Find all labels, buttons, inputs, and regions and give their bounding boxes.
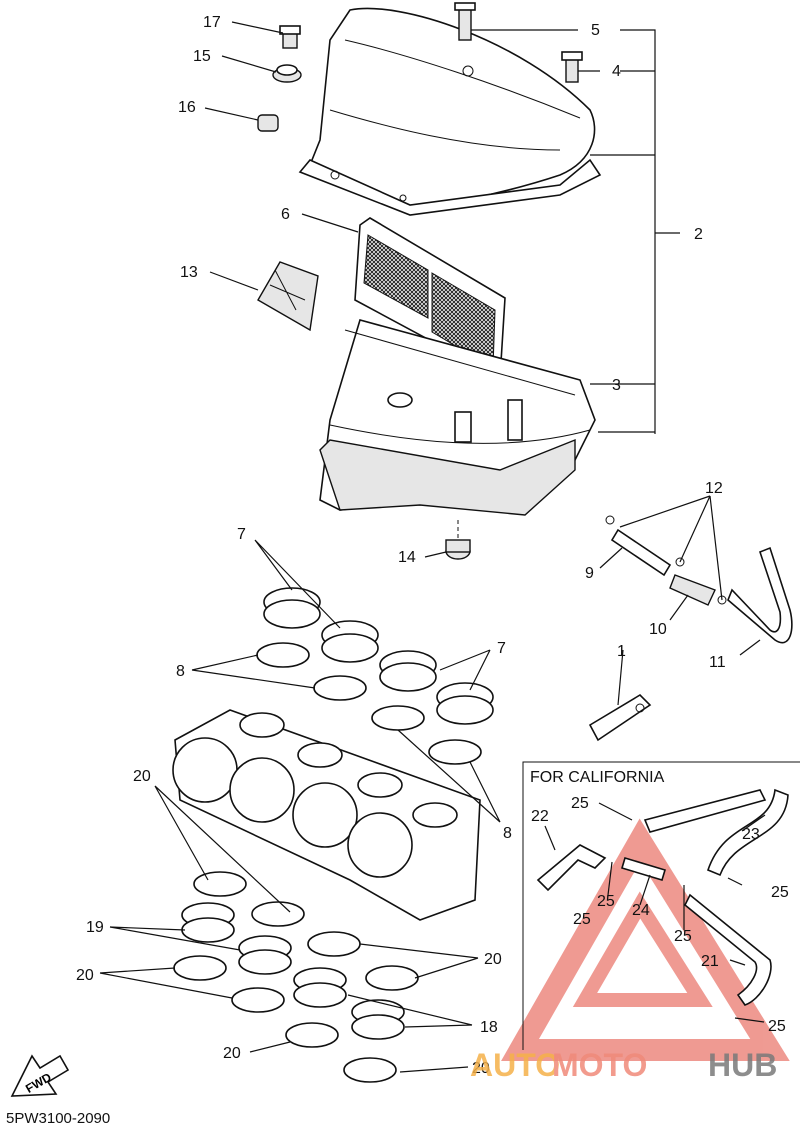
callout-25-f: 25 [597, 893, 615, 910]
callout-13: 13 [180, 264, 198, 281]
funnel-13 [257, 261, 319, 332]
callout-20-bottom-right: 20 [472, 1060, 490, 1077]
callout-25-e: 25 [768, 1018, 786, 1035]
watermark-moto: MOTO [552, 1047, 647, 1083]
callout-25-a: 25 [571, 795, 589, 812]
callout-8-right: 8 [503, 825, 512, 842]
watermark-logo [501, 818, 790, 1061]
callout-11: 11 [709, 654, 726, 671]
screw-5 [454, 2, 476, 41]
callout-2: 2 [694, 226, 703, 243]
callout-25-c: 25 [573, 911, 591, 928]
california-heading: FOR CALIFORNIA [530, 769, 665, 786]
clamps-8 [256, 642, 482, 765]
callout-labels: 17 15 16 5 4 2 6 13 3 12 14 9 10 11 7 8 … [76, 14, 789, 1077]
air-filter-element [354, 217, 506, 380]
grommet-15 [272, 64, 302, 83]
callout-20: 20 [133, 768, 151, 785]
clip-12 [605, 515, 727, 605]
callout-15: 15 [193, 48, 211, 65]
watermark-hub: HUB [708, 1047, 777, 1083]
intake-joints-7 [263, 587, 494, 725]
callout-24: 24 [632, 902, 650, 919]
joints-19 [181, 902, 292, 975]
collar-16 [257, 114, 279, 132]
screw-4 [561, 51, 583, 83]
callout-3: 3 [612, 377, 621, 394]
hose-11 [727, 546, 793, 644]
callout-1: 1 [617, 643, 626, 660]
watermark-text: AUTO MOTO HUB [470, 1047, 777, 1083]
callout-7-right: 7 [497, 640, 506, 657]
air-box-case [319, 319, 596, 516]
callout-16: 16 [178, 99, 196, 116]
callout-25-b: 25 [771, 884, 789, 901]
callout-4: 4 [612, 63, 621, 80]
callout-8: 8 [176, 663, 185, 680]
bracket-1 [588, 693, 652, 742]
callout-14: 14 [398, 549, 416, 566]
callout-20-right: 20 [484, 951, 502, 968]
fwd-arrow: FWD [10, 1054, 70, 1097]
callout-25-d: 25 [674, 928, 692, 945]
leader-lines [99, 21, 766, 1073]
callout-18: 18 [480, 1019, 498, 1036]
callout-7: 7 [237, 526, 246, 543]
watermark-auto: AUTO [470, 1047, 560, 1083]
bolt-17 [279, 25, 301, 49]
callout-17: 17 [203, 14, 221, 31]
callout-12: 12 [705, 480, 723, 497]
callout-9: 9 [585, 565, 594, 582]
callout-10: 10 [649, 621, 667, 638]
callout-5: 5 [591, 22, 600, 39]
callout-22: 22 [531, 808, 549, 825]
callout-20-left: 20 [76, 967, 94, 984]
callout-6: 6 [281, 206, 290, 223]
callout-21: 21 [701, 953, 719, 970]
hose-9 [610, 528, 672, 577]
damper-14 [445, 520, 471, 560]
california-box: FOR CALIFORNIA [522, 761, 800, 1050]
callout-23: 23 [742, 826, 760, 843]
air-box-cover [298, 7, 602, 216]
joint-10 [669, 574, 716, 606]
callout-20-bottom: 20 [223, 1045, 241, 1062]
carburetor-assembly [172, 709, 481, 921]
diagram-code: 5PW3100-2090 [6, 1110, 110, 1127]
callout-19: 19 [86, 919, 104, 936]
